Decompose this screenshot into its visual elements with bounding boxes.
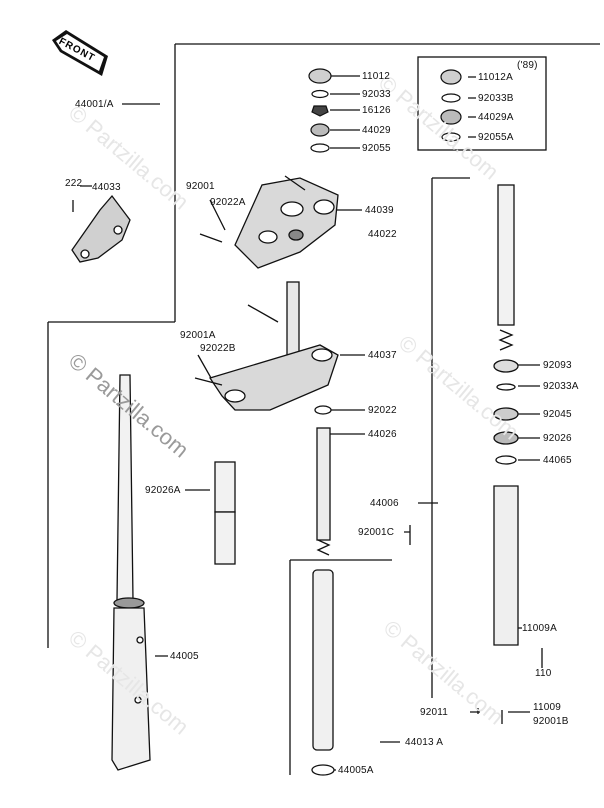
year-89-label: ('89): [517, 60, 538, 71]
part-label[interactable]: 16126: [362, 105, 391, 116]
caps-89: [440, 69, 462, 142]
part-label[interactable]: 44001/A: [75, 99, 114, 110]
part-label[interactable]: 110: [535, 668, 552, 679]
part-label[interactable]: 44005A: [338, 765, 374, 776]
spacer-92026A: [214, 461, 236, 565]
bracket-right: [431, 177, 470, 698]
part-label[interactable]: 44013 A: [405, 737, 444, 748]
part-label[interactable]: 44029A: [478, 112, 514, 123]
front-badge-icon: [52, 30, 108, 76]
rod-44026: [314, 405, 332, 556]
part-label[interactable]: 92093: [543, 360, 572, 371]
part-label[interactable]: 92001B: [533, 716, 569, 727]
upper-bracket-44039: [199, 175, 339, 269]
part-label[interactable]: 92055: [362, 143, 391, 154]
part-label[interactable]: 92001: [186, 181, 215, 192]
bracket-44033: [71, 194, 131, 263]
frame-line: [47, 43, 600, 648]
part-label[interactable]: 44029: [362, 125, 391, 136]
part-label[interactable]: 11012: [362, 71, 391, 82]
part-label[interactable]: 44006: [370, 498, 399, 509]
outer-tube-44005A: [311, 569, 335, 776]
part-label[interactable]: 92022: [368, 405, 397, 416]
part-label[interactable]: 92033: [362, 89, 391, 100]
part-label[interactable]: 44022: [368, 229, 397, 240]
part-label[interactable]: 11012A: [478, 72, 513, 83]
part-label[interactable]: 44039: [365, 205, 394, 216]
part-label[interactable]: 11009: [533, 702, 562, 713]
part-label[interactable]: 92026A: [145, 485, 181, 496]
top-caps: [308, 68, 332, 153]
part-label[interactable]: 92011: [420, 707, 449, 718]
part-label[interactable]: 92055A: [478, 132, 514, 143]
part-label[interactable]: 44065: [543, 455, 572, 466]
part-label[interactable]: 11009A: [522, 623, 557, 634]
part-label[interactable]: 92033A: [543, 381, 579, 392]
part-label[interactable]: 222: [65, 178, 83, 189]
part-label[interactable]: 44005: [170, 651, 199, 662]
right-fork-assembly: [477, 184, 543, 724]
part-label[interactable]: 44033: [92, 182, 121, 193]
year-89-box: [417, 56, 547, 151]
part-label[interactable]: 92045: [543, 409, 572, 420]
part-label[interactable]: 44026: [368, 429, 397, 440]
bracket-bottom: [289, 559, 392, 775]
part-label[interactable]: 92001A: [180, 330, 216, 341]
part-label[interactable]: 92022A: [210, 197, 246, 208]
part-label[interactable]: 92033B: [478, 93, 514, 104]
left-fork-assembly: [111, 374, 151, 771]
lower-bracket-44037: [194, 281, 339, 411]
part-label[interactable]: 92022B: [200, 343, 236, 354]
part-label[interactable]: 44037: [368, 350, 397, 361]
part-label[interactable]: 92026: [543, 433, 572, 444]
part-label[interactable]: 92001C: [358, 527, 395, 538]
